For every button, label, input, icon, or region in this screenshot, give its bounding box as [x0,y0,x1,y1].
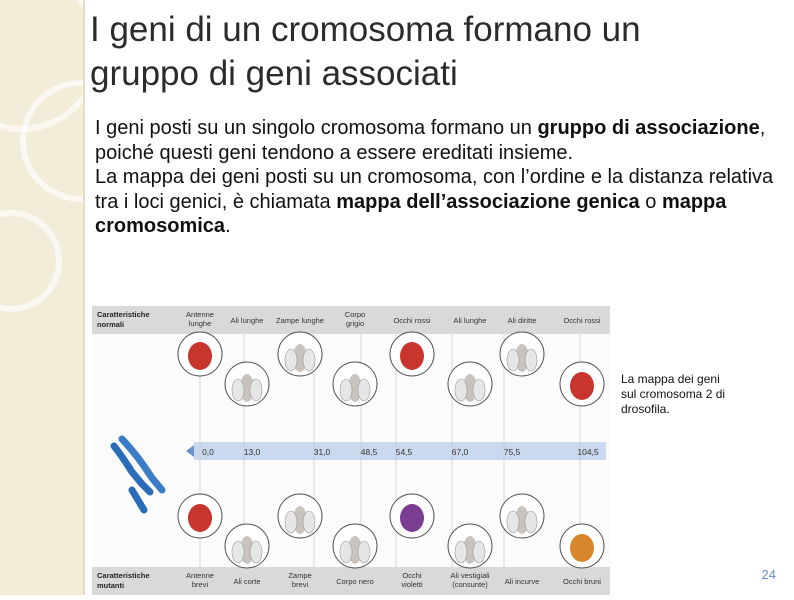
normal-header-line-2: normali [97,320,124,329]
p2-text-e: . [225,215,231,237]
fly-wing-icon [454,540,468,564]
locus-position-label: 104,5 [577,447,599,457]
normal-trait-label: Occhi rossi [563,316,600,325]
p2-bold-term-2: mappa cromosomica [95,190,727,238]
illustration-circles [177,331,605,569]
fly-wing-icon [249,378,263,402]
p1-text-c: , poiché questi geni tendono a essere er… [95,117,766,164]
fly-wing-icon [357,378,371,402]
fly-wing-icon [454,378,468,402]
locus-position-label: 75,5 [504,447,521,457]
normal-trait-label: Ali lunghe [454,316,487,325]
locus-position-label: 31,0 [314,447,331,457]
fly-wing-icon [339,540,353,564]
mutant-trait-label: Occhi [402,571,422,580]
page-number: 24 [761,567,776,582]
paragraph-1: I geni posti su un singolo cromosoma for… [95,116,775,165]
p2-text-a: La mappa dei geni posti su un cromosoma,… [95,166,774,213]
chromosome-map-svg: Caratteristiche normali Caratteristiche … [92,306,610,595]
fly-wing-icon [357,540,371,564]
paragraph-2: La mappa dei geni posti su un cromosoma,… [95,165,775,239]
normal-header-line-1: Caratteristiche [97,310,150,319]
title-line-2: gruppo di geni associati [90,54,458,93]
mutant-trait-label: Occhi bruni [563,577,601,586]
locus-position-label: 48,5 [361,447,378,457]
fly-wing-icon [284,510,298,534]
fly-eye-icon [570,534,594,562]
map-arrow-icon [186,445,194,457]
chromosome-icon [110,435,166,514]
normal-trait-label: Occhi rossi [393,316,430,325]
normal-trait-label: Ali lunghe [231,316,264,325]
locus-position-label: 13,0 [244,447,261,457]
mutant-header-line-2: mutanti [97,581,124,590]
mutant-trait-label: Ali corte [233,577,260,586]
mutant-trait-label: Corpo nero [336,577,374,586]
mutant-trait-label: Antenne [186,571,214,580]
fly-wing-icon [231,378,245,402]
normal-header-band [92,306,610,334]
p2-bold-term-1: mappa dell’associazione genica [336,190,640,213]
mutant-header-band [92,567,610,595]
normal-trait-label: Zampe lunghe [276,316,324,325]
mutant-trait-label: brevi [192,580,209,589]
fly-wing-icon [231,540,245,564]
p1-text-a: I geni posti su un singolo cromosoma for… [95,117,538,139]
decorative-sidebar [0,0,83,595]
normal-trait-label: Antenne [186,310,214,319]
p2-text-c: o [639,190,662,213]
fly-eye-icon [188,342,212,370]
mutant-trait-label: violetti [401,580,423,589]
fly-wing-icon [472,540,486,564]
mutant-trait-label: (consunte) [452,580,488,589]
fly-wing-icon [524,348,538,372]
title-line-1: I geni di un cromosoma formano un [90,10,641,49]
mutant-trait-label: Zampe [288,571,311,580]
figure-caption: La mappa dei geni sul cromosoma 2 di dro… [621,372,726,416]
fly-wing-icon [506,510,520,534]
normal-trait-label: Ali diritte [508,316,537,325]
fly-wing-icon [472,378,486,402]
fly-wing-icon [249,540,263,564]
chromosome-map-figure: Caratteristiche normali Caratteristiche … [92,306,610,595]
fly-wing-icon [339,378,353,402]
fly-eye-icon [570,372,594,400]
normal-trait-label: Corpo [345,310,365,319]
mutant-trait-label: Ali vestigiali [450,571,490,580]
fly-wing-icon [302,510,316,534]
sidebar-divider [83,0,85,595]
mutant-trait-label: Ali incurve [505,577,540,586]
fly-eye-icon [188,504,212,532]
slide-body: I geni posti su un singolo cromosoma for… [95,116,775,239]
mutant-trait-label: brevi [292,580,309,589]
fly-wing-icon [284,348,298,372]
fly-eye-icon [400,342,424,370]
linkage-map-bar [194,442,606,460]
fly-wing-icon [506,348,520,372]
normal-trait-label: grigio [346,319,364,328]
locus-position-label: 0,0 [202,447,214,457]
slide-title: I geni di un cromosoma formano un gruppo… [90,8,770,96]
fly-wing-icon [302,348,316,372]
decorative-ring [0,210,62,312]
normal-trait-label: lunghe [189,319,212,328]
fly-eye-icon [400,504,424,532]
p1-bold-term: gruppo di associazione [537,117,760,139]
locus-position-label: 54,5 [396,447,413,457]
mutant-header-line-1: Caratteristiche [97,571,150,580]
locus-position-label: 67,0 [452,447,469,457]
fly-wing-icon [524,510,538,534]
